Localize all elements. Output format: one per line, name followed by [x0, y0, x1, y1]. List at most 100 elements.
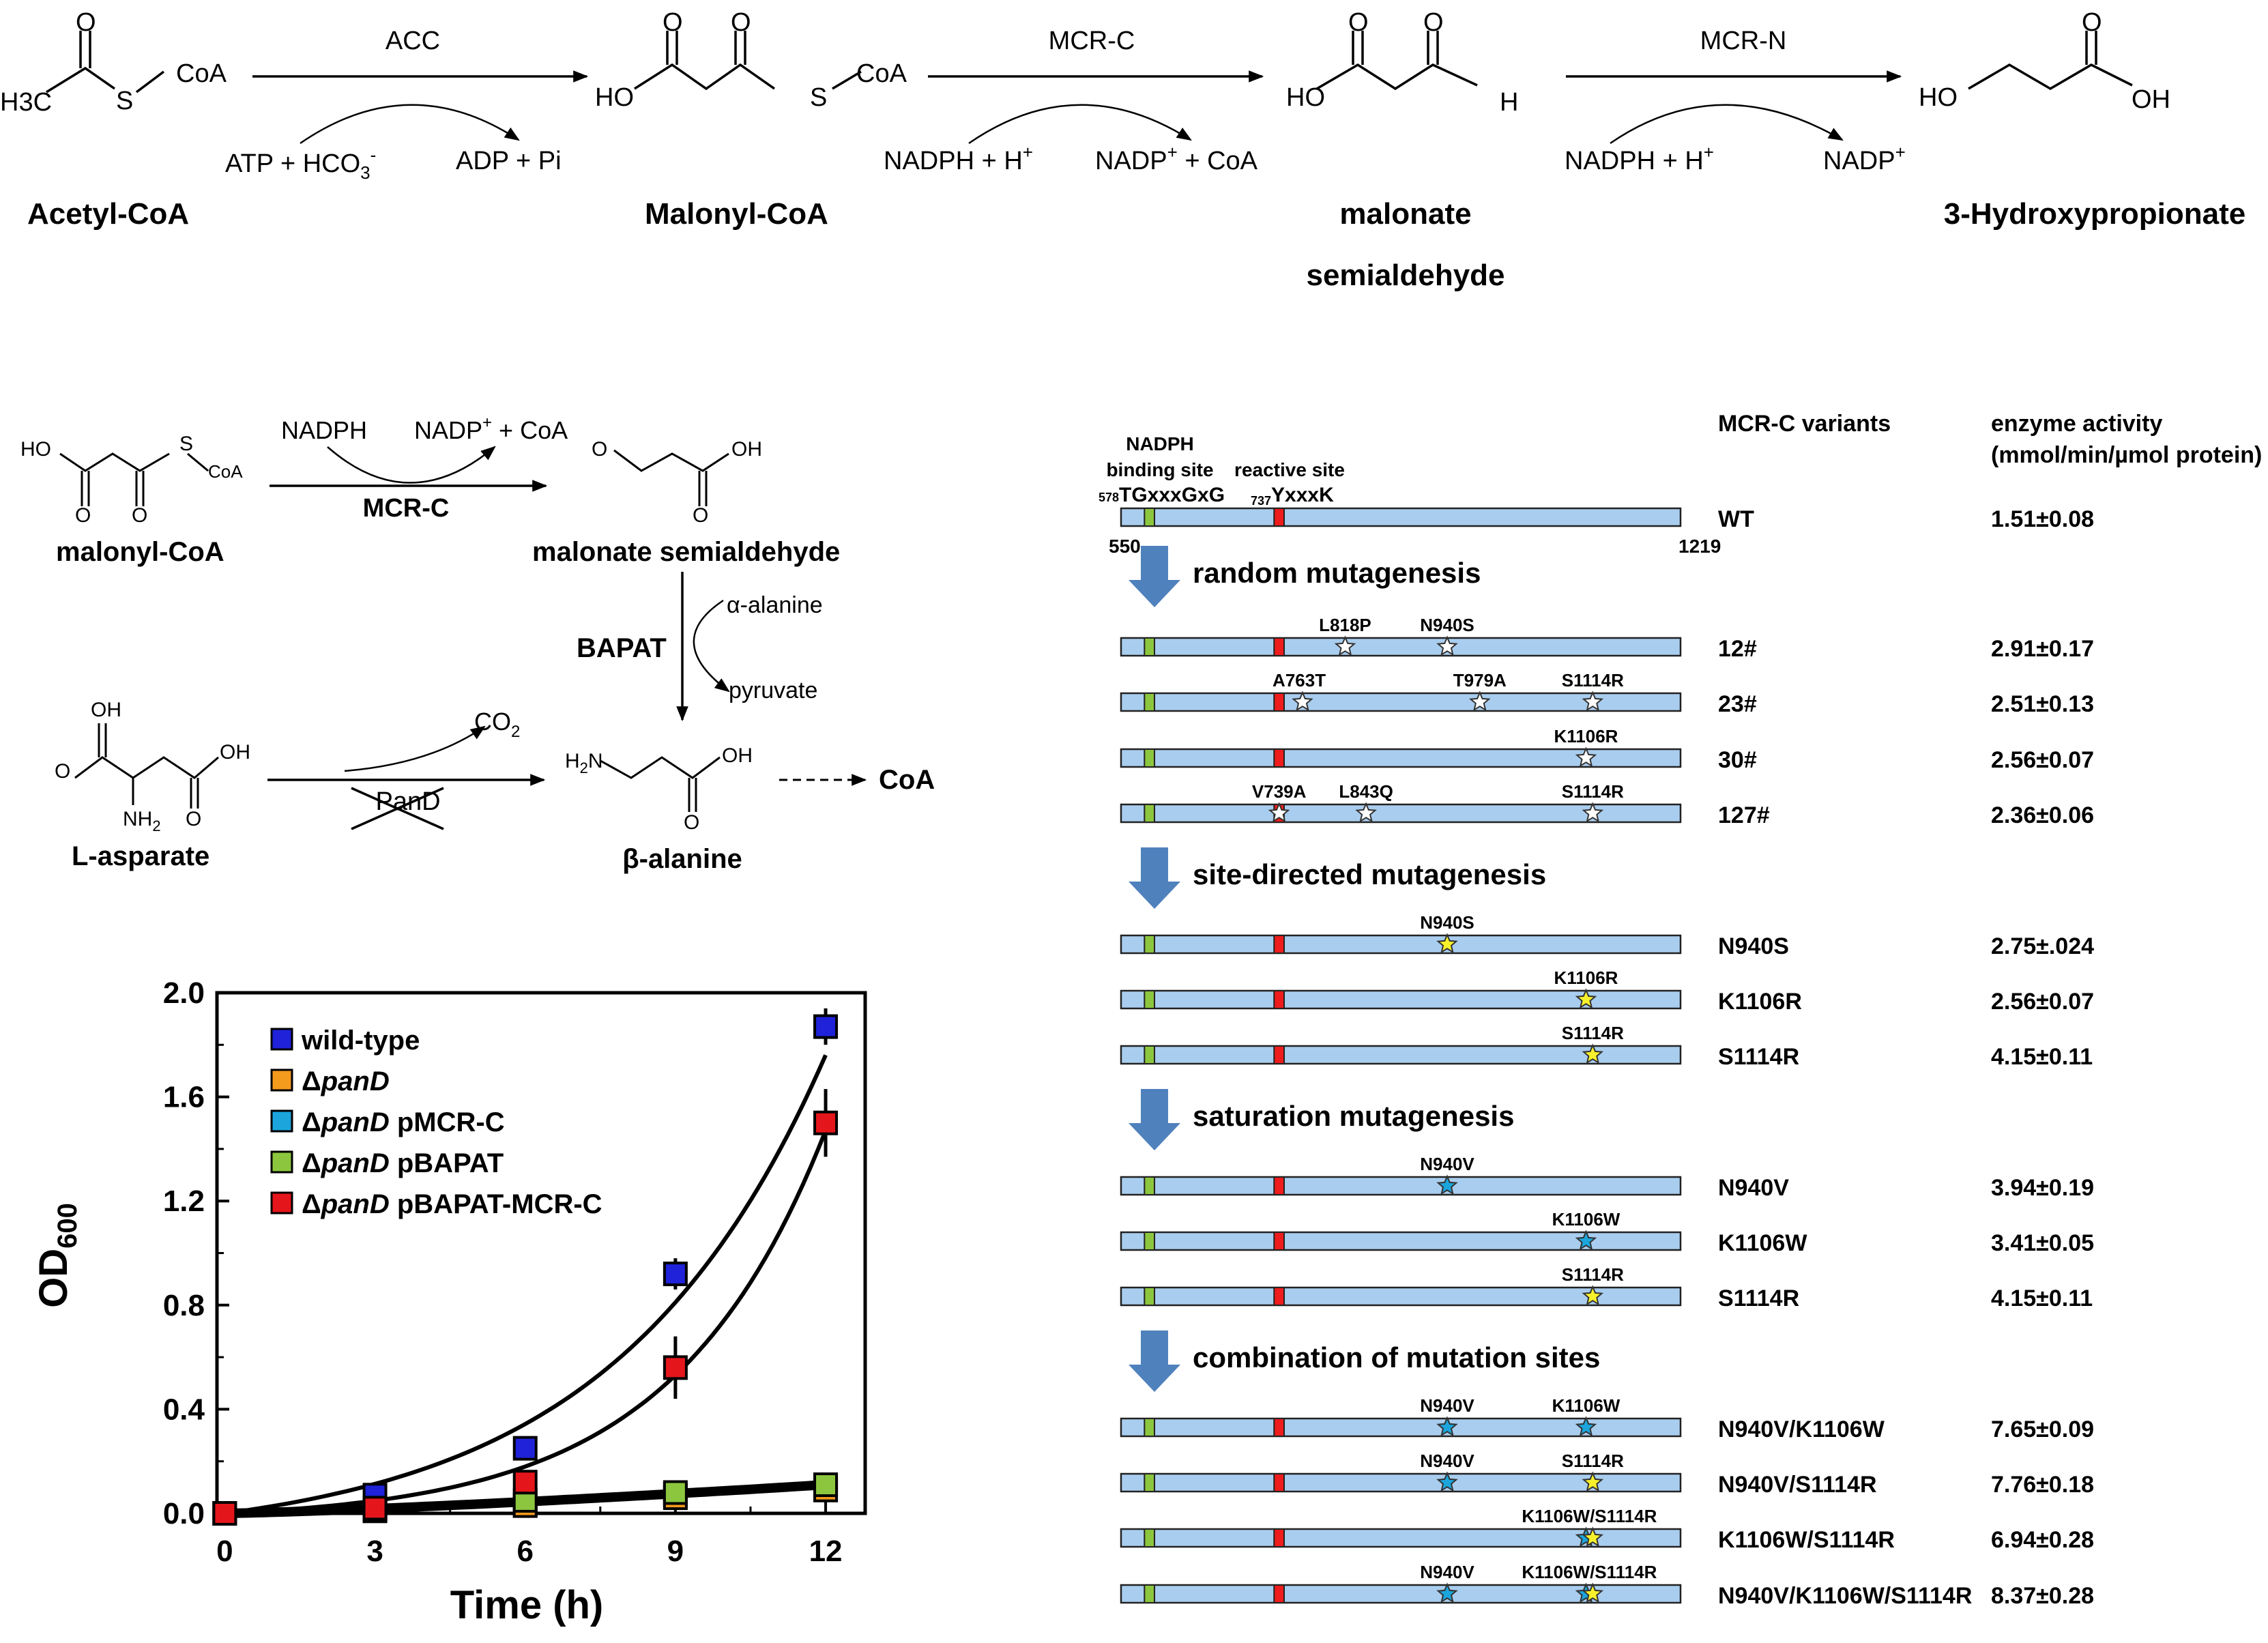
stage-label: site-directed mutagenesis	[1193, 858, 1546, 890]
data-point	[663, 1355, 688, 1380]
mutation-label: N940V	[1420, 1395, 1474, 1416]
protein-bar	[1120, 748, 1682, 768]
variant-name: N940V/S1114R	[1718, 1472, 1877, 1498]
mutation-label: S1114R	[1562, 1264, 1624, 1285]
cofactor-in-acc: ATP + HCO3-	[225, 145, 376, 183]
nadph-binding-box	[1144, 1473, 1156, 1492]
reactive-site-box	[1273, 1584, 1285, 1603]
atom-o: O	[132, 504, 147, 527]
mutant-panel: MCR-C variants enzyme activity (mmol/min…	[1099, 411, 2262, 1609]
enzyme-activity: 2.56±0.07	[1991, 989, 2094, 1015]
atom-o: O	[75, 504, 91, 527]
atom-s: S	[179, 433, 193, 455]
variant-name: N940V/K1106W	[1718, 1416, 1885, 1442]
compound-malonyl-coa: malonyl-CoA	[56, 537, 224, 567]
atom-ho: HO	[595, 83, 634, 112]
mutation-star	[1575, 1416, 1597, 1437]
atom-o: O	[76, 8, 96, 37]
compound-malonate-semialdehyde: malonate semialdehyde	[532, 537, 840, 567]
reactive-site-box	[1273, 637, 1285, 656]
protein-bar	[1120, 507, 1682, 527]
y-tick-label: 1.6	[163, 1081, 205, 1114]
motif2-start: 737	[1251, 494, 1271, 508]
mutation-label: K1106W	[1552, 1209, 1620, 1230]
reactive-site-box	[1273, 1473, 1285, 1492]
mutation-label: A763T	[1273, 670, 1326, 690]
enzyme-activity: 7.65±0.09	[1991, 1416, 2094, 1442]
nadph-binding-box	[1144, 748, 1156, 768]
reactive-site-box	[1273, 1287, 1285, 1306]
cofactor-arrow	[1610, 104, 1844, 145]
legend-label: wild-type	[301, 1026, 420, 1056]
atom-coa: CoA	[208, 461, 243, 482]
nadph-binding-box	[1144, 508, 1156, 527]
compound-acetyl-coa: Acetyl-CoA	[27, 197, 189, 231]
mutation-star	[1334, 635, 1356, 656]
mutation-label: V739A	[1252, 781, 1307, 802]
enzyme-activity: 2.91±0.17	[1991, 636, 2094, 662]
variant-name: S1114R	[1718, 1285, 1799, 1311]
x-axis-label: Time (h)	[450, 1583, 604, 1627]
enzyme-activity: 4.15±0.11	[1991, 1044, 2093, 1070]
mutation-star	[1469, 690, 1491, 712]
cofactor-arrow	[327, 446, 496, 484]
atom-oh: OH	[2132, 85, 2170, 114]
legend-swatch	[270, 1191, 293, 1215]
end-residue: 1219	[1678, 536, 1721, 557]
data-point	[813, 1472, 839, 1498]
mutation-star	[1292, 690, 1313, 712]
pathway-compound-names: Acetyl-CoA Malonyl-CoA malonate semialde…	[27, 197, 2245, 292]
data-point	[362, 1496, 388, 1521]
mutation-label: N940V	[1420, 1154, 1474, 1174]
nadph-binding-box	[1144, 1584, 1156, 1603]
reactive-site-label: reactive site	[1234, 459, 1345, 480]
reactive-site-box	[1273, 935, 1285, 954]
atom-o: O	[592, 438, 607, 461]
atom-o: O	[693, 504, 708, 527]
enzyme-activity: 6.94±0.28	[1991, 1527, 2094, 1553]
nadph-binding-box	[1144, 1176, 1156, 1195]
y-tick-label: 0.8	[163, 1289, 205, 1322]
mutation-label: N940V	[1420, 1451, 1474, 1471]
stage-label: combination of mutation sites	[1193, 1341, 1600, 1373]
mutation-label: S1114R	[1562, 670, 1624, 690]
atom-o: O	[55, 760, 70, 783]
header-variants: MCR-C variants	[1718, 411, 1891, 437]
variant-name: N940S	[1718, 933, 1789, 959]
down-arrow-icon	[1129, 1331, 1180, 1392]
mutation-star	[1436, 933, 1458, 954]
nadph-binding-box	[1144, 1528, 1156, 1547]
compound-3hp: 3-Hydroxypropionate	[1944, 197, 2246, 231]
mutation-label: N940S	[1420, 615, 1474, 635]
motif1-start: 578	[1099, 491, 1119, 504]
mutation-label: S1114R	[1562, 1451, 1624, 1471]
cofactor-out-mcrc: NADP+ + CoA	[1095, 142, 1258, 175]
enzyme-activity: 8.37±0.28	[1991, 1583, 2094, 1609]
x-tick-label: 0	[216, 1535, 233, 1568]
reactive-site-box	[1273, 1528, 1285, 1547]
selection-panel: HO O O S CoA O O OH OH O O OH NH2 H2N O …	[20, 413, 935, 874]
binding-site-label: binding site	[1106, 459, 1213, 480]
variant-name: N940V/K1106W/S1114R	[1718, 1583, 1972, 1609]
mutation-label: L818P	[1319, 615, 1371, 635]
variant-row: N940V S1114R N940V/S1114R 7.76±0.18	[1120, 1451, 2094, 1498]
protein-bar	[1120, 989, 1682, 1010]
reactive-site-box	[1273, 508, 1285, 527]
compound-malonyl-coa: Malonyl-CoA	[645, 197, 828, 231]
reactive-site-box	[1273, 1045, 1285, 1064]
motif2: YxxxK	[1271, 484, 1334, 506]
y-tick-label: 1.2	[163, 1184, 205, 1218]
enzyme-activity: 7.76±0.18	[1991, 1472, 2094, 1498]
nadph-binding-box	[1144, 1232, 1156, 1251]
protein-bar	[1120, 637, 1682, 657]
legend-swatch	[270, 1068, 293, 1092]
